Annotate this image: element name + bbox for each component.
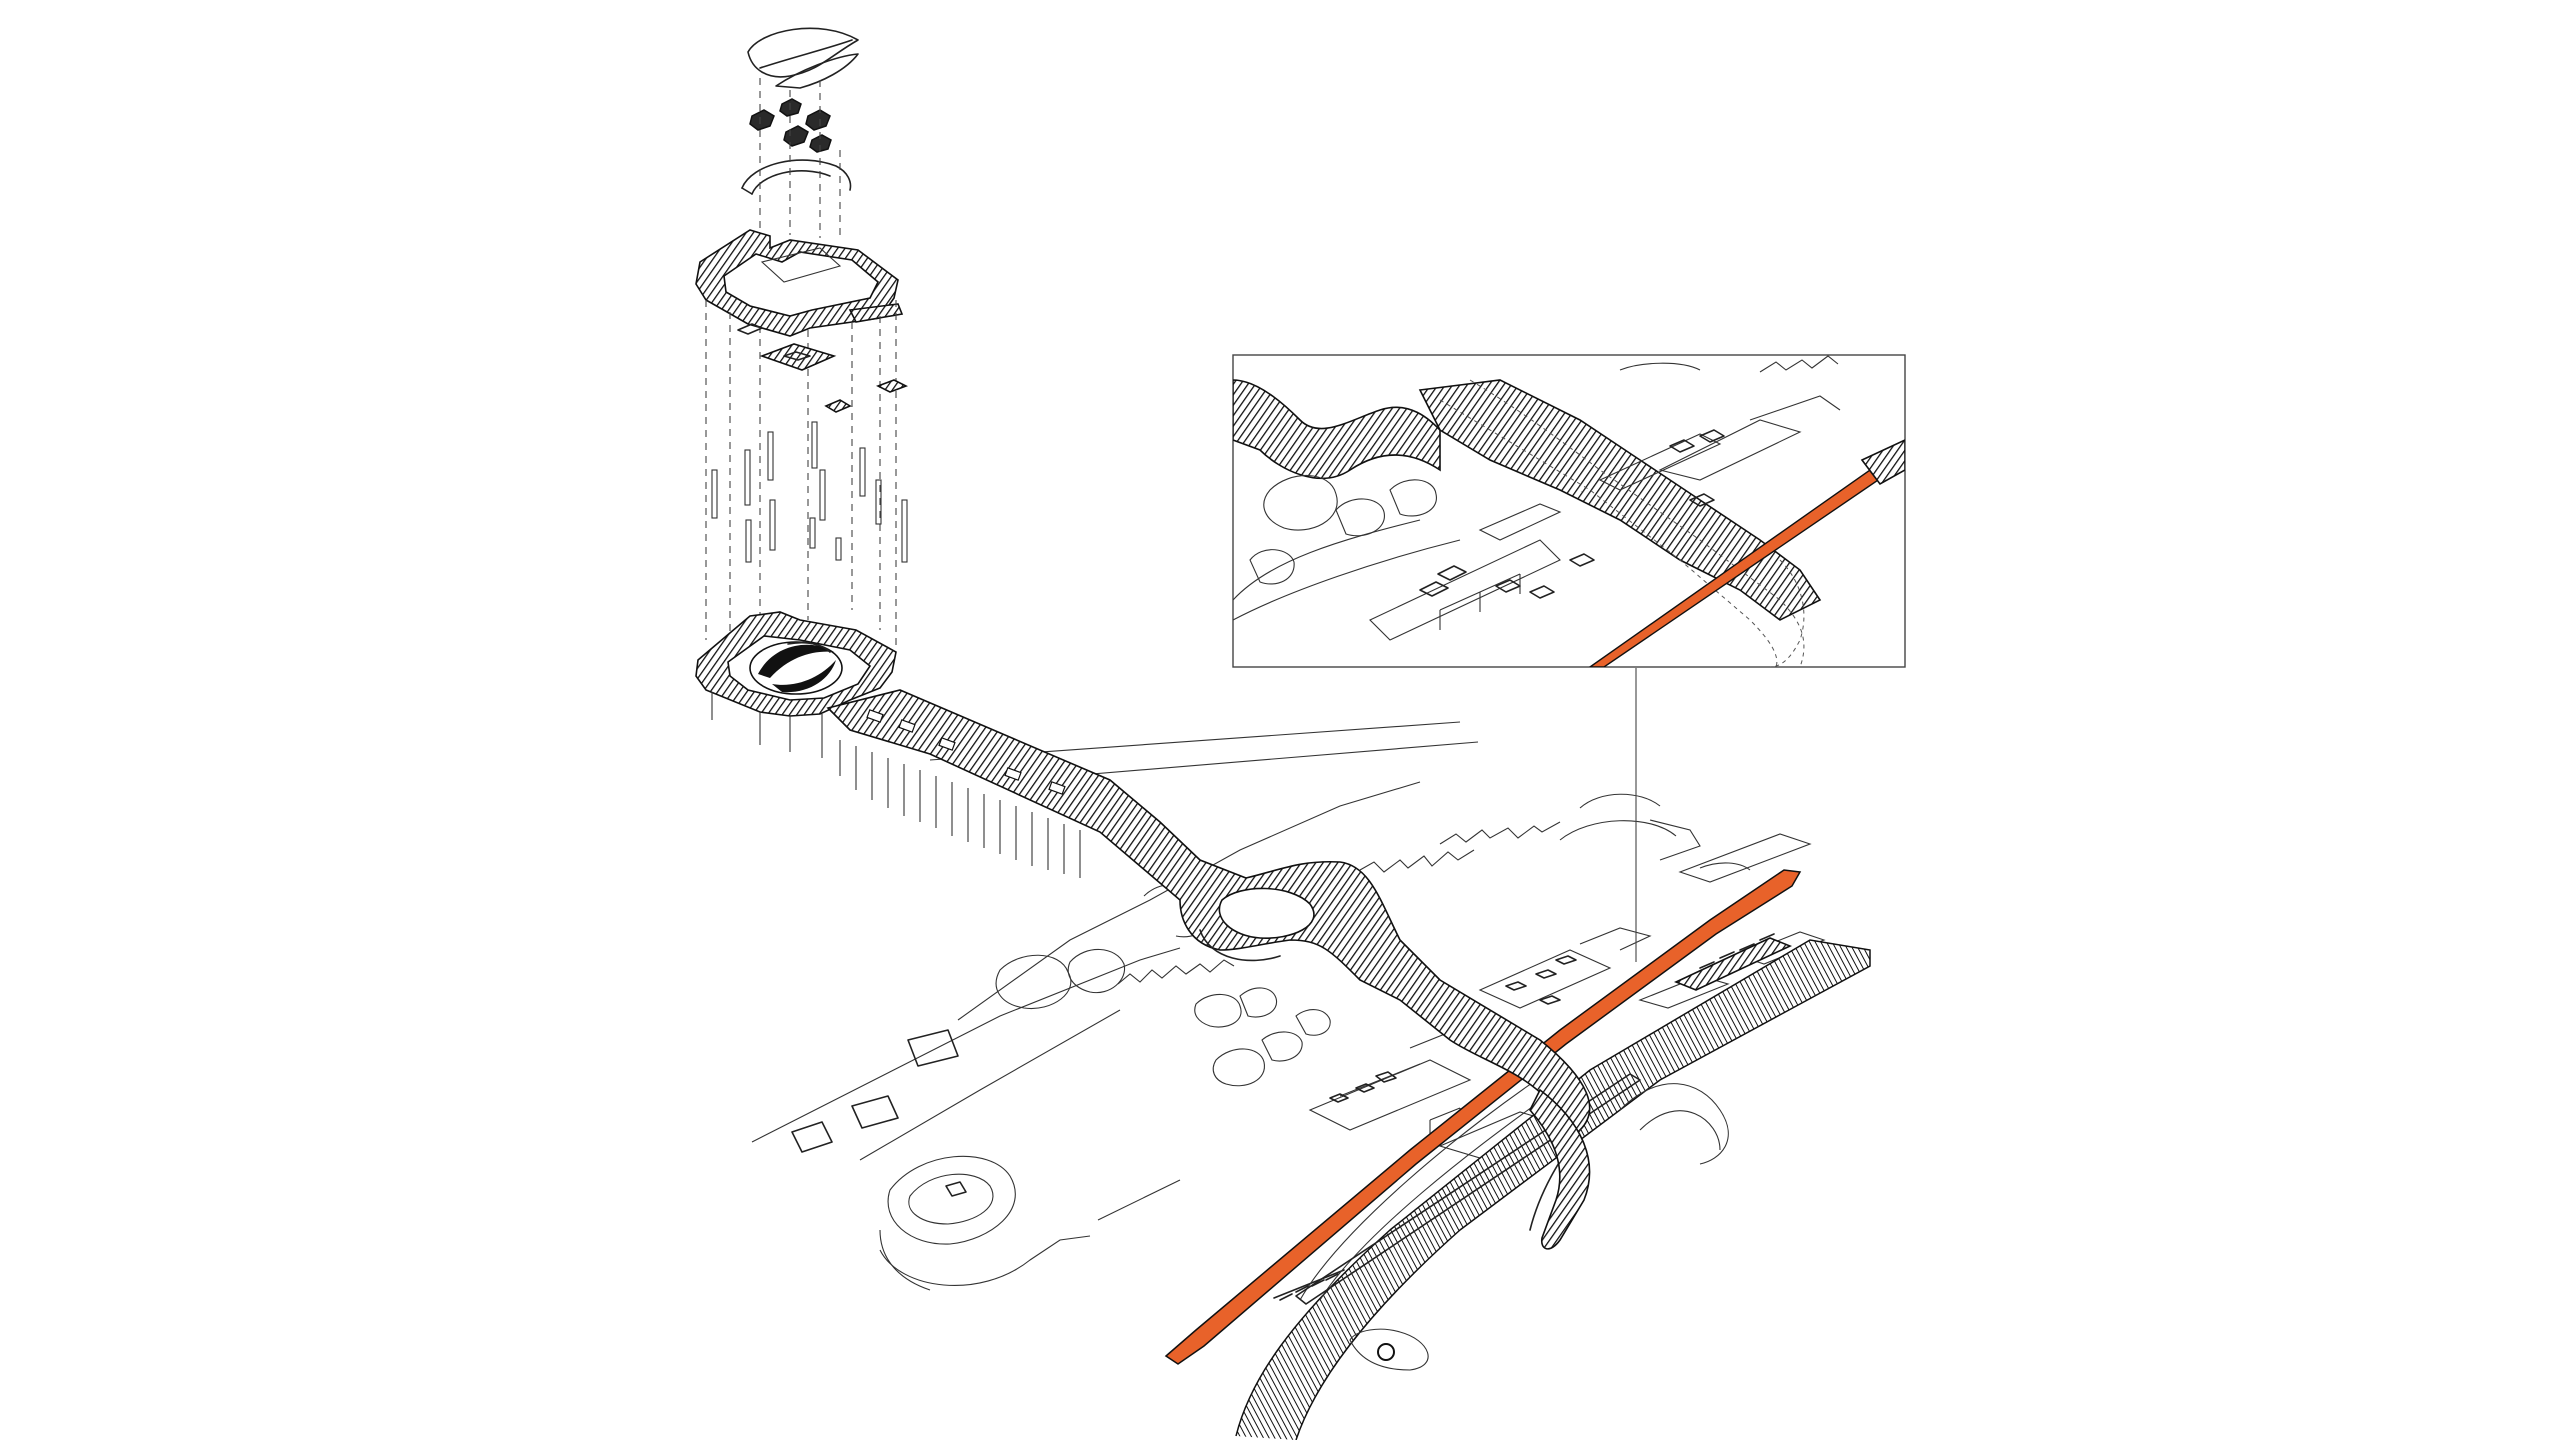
- arc-ring-layer: [741, 159, 852, 195]
- elevated-bridge: [826, 689, 1591, 1250]
- walkway-deck: [826, 689, 1591, 1152]
- accent-track: [1164, 869, 1802, 1365]
- bridge-piers: [839, 740, 1081, 878]
- mid-components: [737, 323, 908, 413]
- bridge-loop: [1218, 887, 1315, 939]
- highway-ramps: [1235, 939, 1871, 1440]
- exploded-columns: [711, 421, 908, 563]
- inset-vehicles: [1419, 429, 1725, 599]
- parking-lot-1: [1308, 1059, 1472, 1131]
- lower-deck-ring: [695, 611, 897, 758]
- canopy-leaf-layer: [747, 27, 859, 89]
- parking-lot-2: [1478, 927, 1652, 1009]
- exploded-guides-top: [759, 78, 841, 240]
- upper-deck-ring: [695, 229, 904, 337]
- inset-detail: [1232, 354, 1906, 668]
- exploded-stack: [695, 27, 908, 758]
- deck-logo: [749, 641, 843, 695]
- exploded-guides-mid: [705, 300, 897, 650]
- ground-plan: [751, 668, 1871, 1440]
